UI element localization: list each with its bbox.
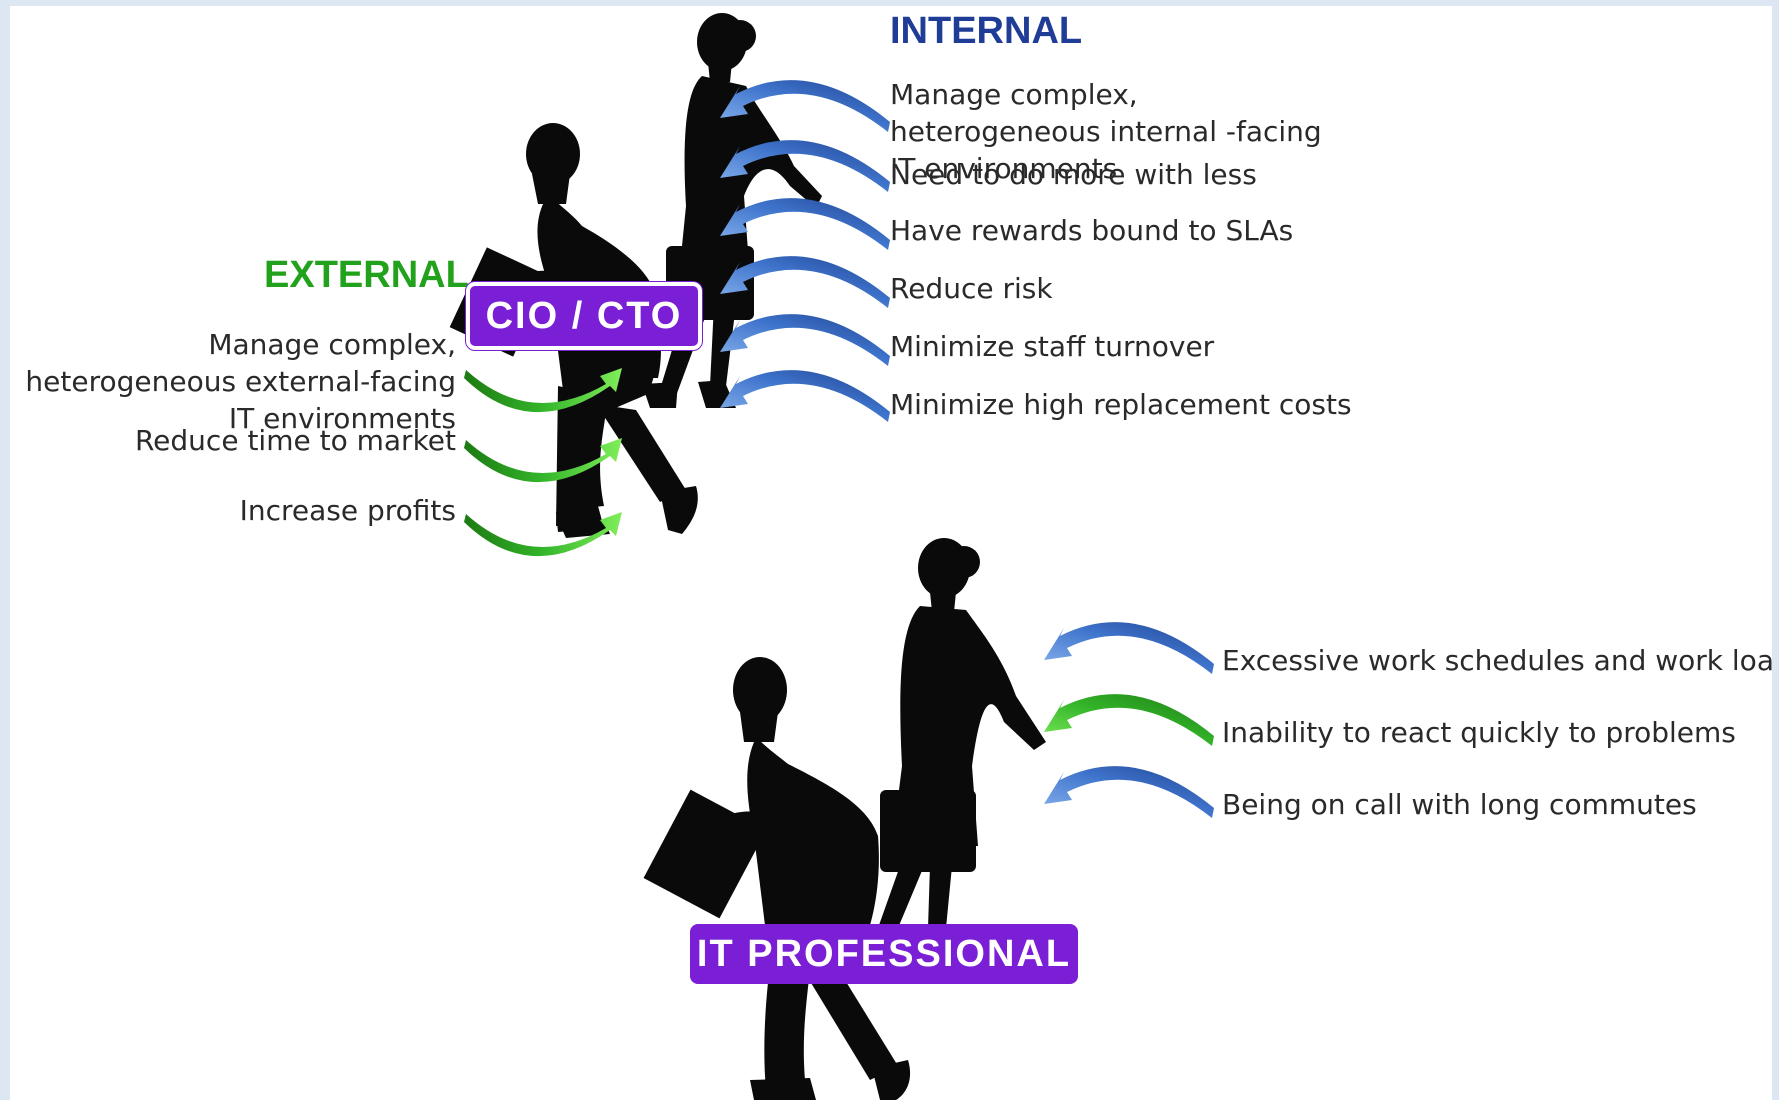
it-item-3: Being on call with long commutes (1222, 788, 1697, 821)
it-professional-badge: IT PROFESSIONAL (690, 924, 1078, 984)
internal-item-4: Reduce risk (890, 272, 1053, 305)
it-man-silhouette (643, 657, 911, 1100)
external-heading: EXTERNAL (264, 254, 469, 296)
it-arrow-3 (1044, 766, 1214, 818)
internal-item-5: Minimize staff turnover (890, 330, 1215, 363)
internal-item-2: Need to do more with less (890, 158, 1257, 191)
internal-arrow-3 (720, 198, 890, 250)
external-arrow-3 (464, 512, 622, 557)
external-arrow-1 (464, 368, 622, 413)
internal-arrows (720, 80, 890, 422)
internal-arrow-4 (720, 256, 890, 308)
internal-item-6: Minimize high replacement costs (890, 388, 1352, 421)
cio-cto-badge: CIO / CTO (466, 282, 702, 350)
it-arrow-1 (1044, 622, 1214, 674)
external-item-3: Increase profits (239, 494, 456, 527)
internal-arrow-2 (720, 140, 890, 192)
external-arrow-2 (464, 438, 622, 483)
external-arrows (464, 368, 622, 557)
it-woman-silhouette (878, 538, 1046, 928)
internal-arrow-5 (720, 314, 890, 366)
it-arrow-2 (1044, 694, 1214, 746)
it-silhouettes (643, 538, 1046, 1100)
external-item-1: Manage complex, heterogeneous external-f… (25, 328, 456, 435)
it-item-2: Inability to react quickly to problems (1222, 716, 1736, 749)
diagram-canvas: INTERNAL Manage complex, heterogeneous i… (10, 6, 1772, 1100)
internal-item-3: Have rewards bound to SLAs (890, 214, 1294, 247)
internal-arrow-1 (720, 80, 890, 132)
internal-heading: INTERNAL (890, 10, 1083, 52)
internal-item-1: Manage complex, heterogeneous internal -… (890, 78, 1322, 185)
external-item-2: Reduce time to market (134, 424, 456, 457)
it-item-1: Excessive work schedules and work load (1222, 644, 1772, 677)
it-arrows (1044, 622, 1214, 818)
internal-arrow-6 (720, 370, 890, 422)
